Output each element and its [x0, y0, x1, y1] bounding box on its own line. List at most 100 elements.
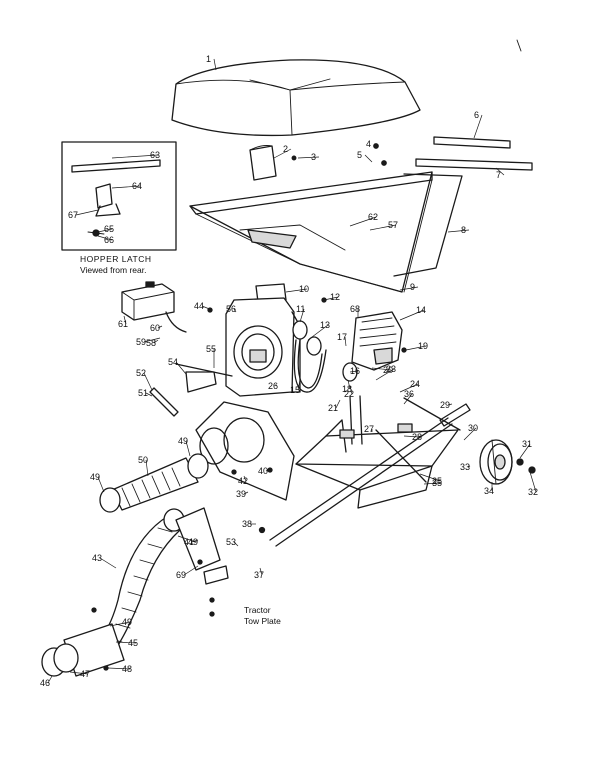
part-number-49b: 49 — [178, 436, 188, 446]
leader-line-46 — [47, 675, 53, 684]
leader-line-36 — [403, 393, 413, 405]
part-number-55: 55 — [206, 344, 216, 354]
leader-line-18 — [347, 379, 351, 390]
leader-line-50 — [145, 459, 149, 477]
leader-line-29 — [447, 403, 453, 406]
leader-line-54 — [175, 361, 187, 375]
corner-mark — [516, 39, 522, 52]
leader-line-66 — [97, 235, 113, 241]
part-number-65: 65 — [104, 224, 114, 234]
tongue-bar — [269, 417, 449, 541]
part-number-6: 6 — [474, 110, 479, 120]
leader-line-40 — [265, 469, 269, 472]
part-number-34: 34 — [484, 486, 494, 496]
leader-lines — [47, 58, 537, 684]
part-number-52: 52 — [136, 368, 146, 378]
suction-nozzle — [41, 623, 125, 677]
part-number-12: 12 — [330, 292, 340, 302]
leader-line-52 — [143, 372, 153, 391]
leader-line-58 — [153, 339, 159, 344]
part-number-43: 43 — [92, 553, 102, 563]
leader-line-24 — [399, 383, 419, 393]
leader-line-11 — [299, 308, 305, 323]
hopper-support-frame — [393, 173, 463, 277]
part-number-49a: 49 — [90, 472, 100, 482]
part-number-66: 66 — [104, 235, 114, 245]
part-number-63: 63 — [150, 150, 160, 160]
part-number-37: 37 — [254, 570, 264, 580]
part-number-36: 36 — [404, 389, 414, 399]
leader-line-20 — [371, 367, 392, 371]
part-number-29: 29 — [440, 400, 450, 410]
part-number-61: 61 — [118, 319, 128, 329]
leader-line-45 — [115, 641, 137, 644]
leader-line-42 — [243, 475, 247, 482]
tongue-bar-edge — [275, 423, 453, 547]
fuel-tank — [121, 281, 187, 333]
part-number-49c: 49 — [188, 537, 198, 547]
part-number-7: 7 — [496, 170, 501, 180]
part-number-18: 18 — [342, 384, 352, 394]
part-number-46: 46 — [40, 678, 50, 688]
leader-line-47 — [69, 671, 89, 675]
part-number-20: 20 — [383, 365, 393, 375]
part-number-33: 33 — [460, 462, 470, 472]
leader-line-31 — [519, 443, 531, 459]
part-number-64: 64 — [132, 181, 142, 191]
part-number-25: 25 — [432, 476, 442, 486]
leader-line-5 — [364, 154, 373, 163]
leader-line-49c — [177, 535, 197, 543]
part-number-39: 39 — [236, 489, 246, 499]
part-number-26: 26 — [268, 381, 278, 391]
part-number-1: 1 — [206, 54, 211, 64]
part-number-42: 42 — [238, 476, 248, 486]
part-number-49d: 49 — [122, 617, 132, 627]
part-number-45: 45 — [128, 638, 138, 648]
part-number-23: 23 — [386, 364, 396, 374]
part-number-53: 53 — [226, 537, 236, 547]
part-number-44: 44 — [194, 301, 204, 311]
leader-line-41 — [191, 539, 199, 543]
part-number-58: 58 — [146, 338, 156, 348]
tow-arm — [175, 507, 229, 585]
leader-line-32 — [529, 471, 537, 493]
leader-line-21 — [335, 399, 341, 409]
leader-line-1 — [213, 58, 217, 71]
leader-line-7 — [495, 167, 505, 176]
part-number-68: 68 — [350, 304, 360, 314]
leader-line-39 — [243, 491, 249, 495]
chassis-frame — [295, 395, 461, 509]
hopper-slats — [415, 136, 533, 171]
leader-line-12 — [323, 296, 339, 301]
leader-line-57 — [369, 224, 397, 231]
part-number-69: 69 — [176, 570, 186, 580]
leader-line-25 — [419, 473, 441, 482]
blower-plate — [195, 401, 295, 501]
leader-line-59 — [143, 337, 161, 343]
leader-line-43 — [99, 557, 117, 569]
part-number-21: 21 — [328, 403, 338, 413]
tow-plate-label-line1: Tractor — [244, 605, 271, 615]
leader-line-2 — [273, 148, 292, 159]
hose-50 — [99, 453, 209, 513]
leader-line-9 — [399, 286, 419, 291]
part-number-67: 67 — [68, 210, 78, 220]
part-number-27: 27 — [364, 424, 374, 434]
leader-line-61 — [123, 315, 127, 325]
hopper-lid — [171, 59, 421, 137]
inset-caption-subtitle: Viewed from rear. — [80, 265, 146, 275]
part-number-38: 38 — [242, 519, 252, 529]
part-number-15: 15 — [290, 385, 300, 395]
part-number-54: 54 — [168, 357, 178, 367]
part-number-62: 62 — [368, 212, 378, 222]
leader-line-56 — [233, 308, 237, 313]
leader-line-51 — [145, 392, 153, 397]
inset-frame — [61, 141, 177, 251]
leader-line-37 — [259, 567, 263, 576]
leader-line-3 — [297, 156, 320, 159]
part-number-32: 32 — [528, 487, 538, 497]
part-labels: 1234567891011121314151617181920212223242… — [40, 54, 538, 688]
leader-line-35 — [423, 482, 441, 485]
leader-line-8 — [447, 229, 470, 233]
